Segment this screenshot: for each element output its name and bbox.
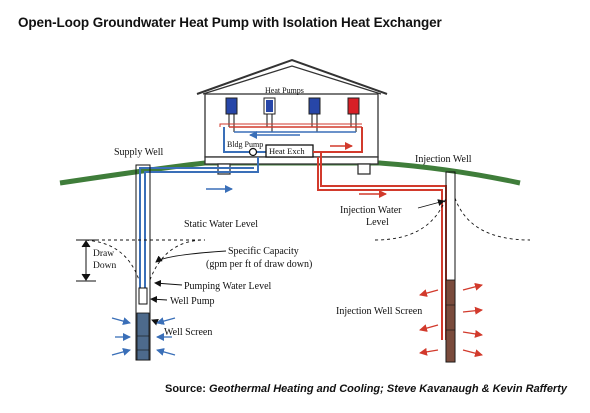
injection-water-level-label-line1: Injection Water	[340, 205, 402, 216]
injection-well-screen	[445, 279, 456, 363]
injection-outflow-arrows	[419, 282, 483, 358]
supply-piping	[139, 157, 259, 300]
source-text: Geothermal Heating and Cooling; Steve Ka…	[209, 383, 567, 395]
ground-surface	[59, 160, 521, 186]
heat-pump-4-icon	[347, 97, 360, 115]
supply-well-label: Supply Well	[114, 147, 164, 158]
injection-water-level-label-line2: Level	[366, 217, 389, 228]
heat-pump-1-icon	[225, 97, 238, 115]
injection-mound	[374, 197, 447, 241]
groundwater-inflow-arrows	[111, 317, 176, 356]
bldg-pump-icon	[248, 147, 258, 157]
diagram-title: Open-Loop Groundwater Heat Pump with Iso…	[18, 15, 442, 30]
heat-pump-3-icon	[308, 97, 321, 115]
well-screen-label: Well Screen	[164, 327, 212, 338]
supply-well-screen	[136, 312, 150, 361]
specific-capacity-label-line1: Specific Capacity	[228, 246, 299, 257]
specific-capacity-label-line2: (gpm per ft of draw down)	[206, 259, 312, 270]
heat-pumps-label: Heat Pumps	[265, 86, 304, 95]
injection-well-label: Injection Well	[415, 154, 472, 165]
draw-down-label-line1: Draw	[93, 249, 114, 259]
source-prefix: Source:	[165, 383, 210, 395]
draw-down-marker	[76, 239, 96, 282]
pumping-water-level-label: Pumping Water Level	[184, 281, 272, 292]
source-citation: Source: Geothermal Heating and Cooling; …	[165, 383, 567, 395]
well-pump-icon	[138, 287, 148, 305]
injection-well-screen-label: Injection Well Screen	[336, 306, 422, 317]
well-pump-label: Well Pump	[170, 296, 214, 307]
draw-down-label-line2: Down	[93, 261, 116, 271]
static-water-level-label: Static Water Level	[184, 219, 258, 230]
bldg-pump-label: Bldg Pump	[227, 140, 263, 149]
heat-exch-label: Heat Exch	[269, 146, 305, 156]
heat-pump-units	[225, 97, 360, 115]
